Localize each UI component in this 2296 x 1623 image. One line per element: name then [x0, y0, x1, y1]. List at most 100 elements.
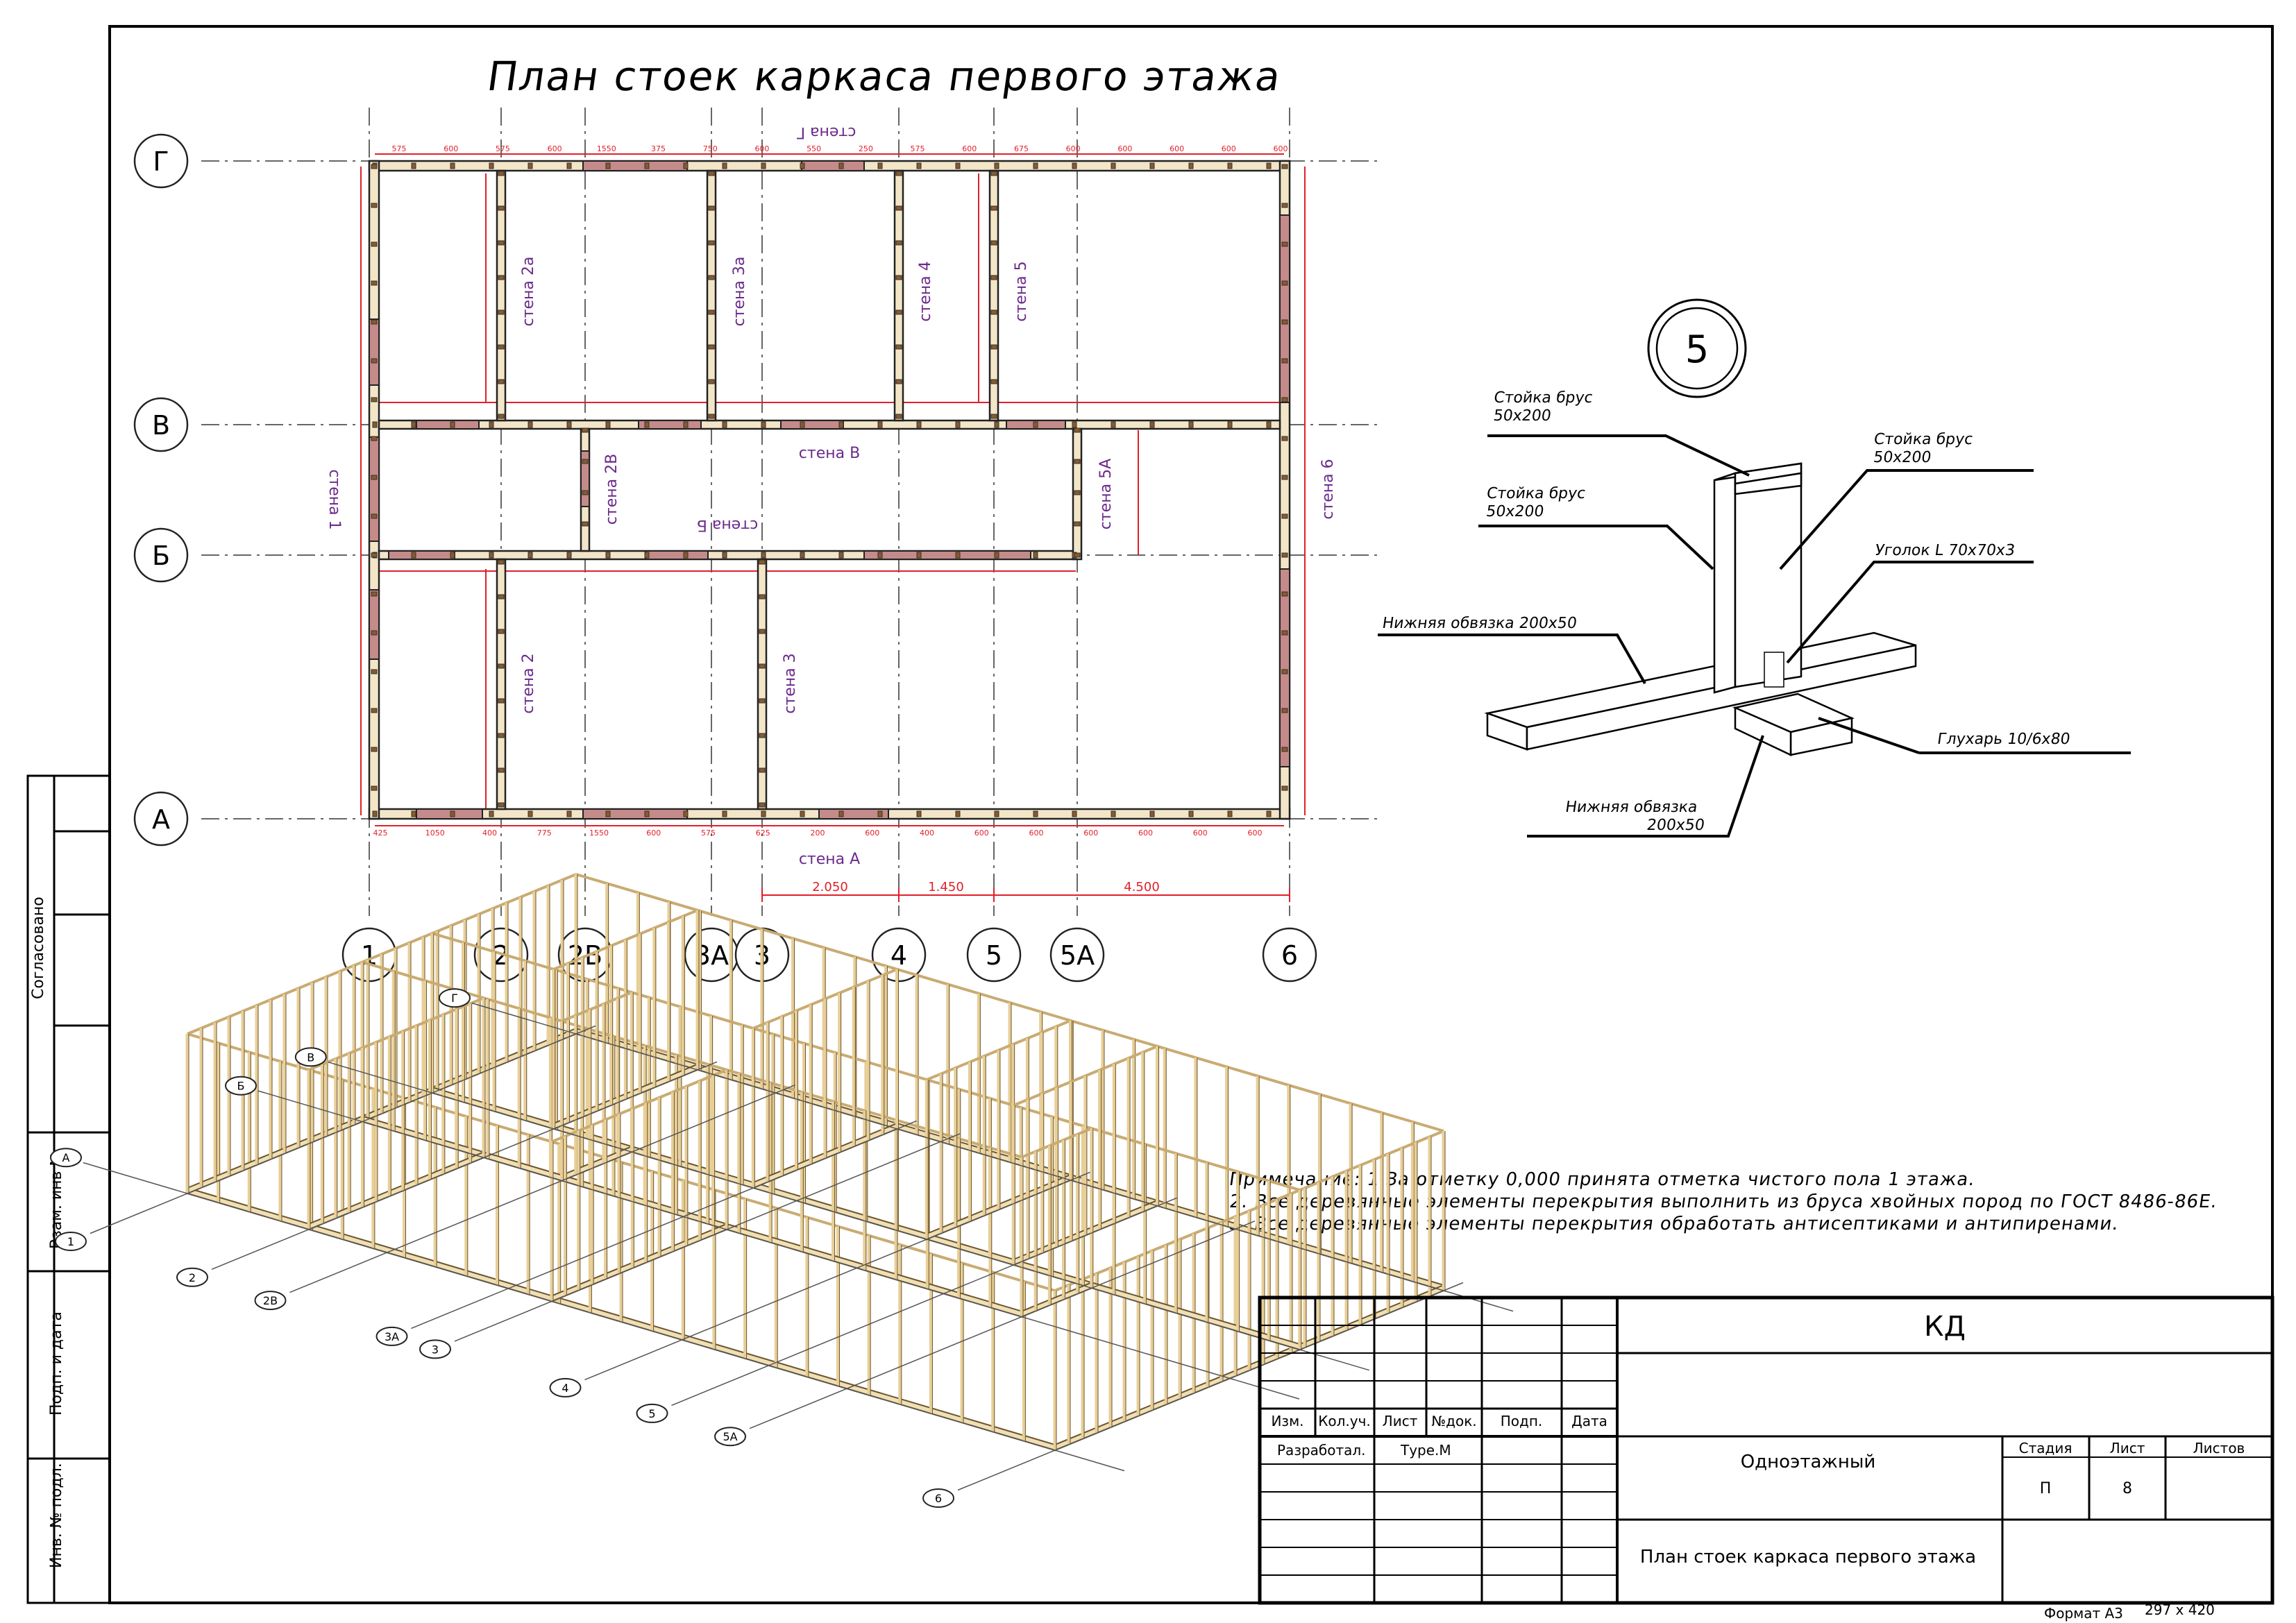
stud [498, 663, 505, 669]
tb-stage: П [2040, 1480, 2052, 1497]
stud [1281, 397, 1288, 402]
stud [498, 698, 505, 704]
stud [916, 421, 922, 428]
iso-axis-bubble [294, 1047, 327, 1067]
stud [800, 421, 805, 428]
dim-text: 575 [392, 144, 407, 153]
iso-axis-label: 5А [723, 1430, 737, 1443]
stud [371, 591, 378, 597]
plan-windows [369, 160, 1290, 819]
stud [683, 552, 689, 559]
stud [916, 552, 922, 559]
tb-sheet-label: Лист [2110, 1440, 2145, 1456]
tb-header-data: Дата [1571, 1413, 1607, 1429]
dim-text: 1550 [597, 144, 616, 153]
stud [838, 552, 844, 559]
svg-text:1.450: 1.450 [928, 880, 964, 894]
iso-axis-bubble [549, 1377, 582, 1397]
stud [1072, 162, 1077, 169]
stud [1074, 521, 1081, 527]
wall-label-b: стена Б [697, 516, 758, 534]
iso-axis-bubble [439, 988, 471, 1008]
iso-axis-bubble [254, 1291, 287, 1311]
stud [1074, 459, 1081, 464]
stud [498, 205, 505, 211]
side-stamp-sign-date: Подп. и дата [48, 1311, 65, 1416]
wall-label-3a: стена 3а [731, 257, 748, 327]
detail-label-screw: Глухарь 10/6х80 [1936, 730, 2072, 748]
stud [1033, 552, 1038, 559]
stud [371, 630, 378, 636]
stud [722, 552, 727, 559]
dim-text: 600 [1274, 144, 1288, 153]
stud [708, 240, 715, 246]
stud [1033, 810, 1038, 817]
stud [1074, 427, 1081, 433]
iso-axis-label: Б [237, 1080, 245, 1093]
stud [644, 810, 650, 817]
dim-text: 400 [920, 829, 934, 838]
row-axis-label: Б [152, 541, 170, 571]
tb-sheet-title: План стоек каркаса первого этажа [1640, 1547, 1976, 1567]
detail-label-plate1: Нижняя обвязка 200х50 [1381, 614, 1578, 632]
stud [990, 275, 997, 280]
dim-text: 575 [911, 144, 925, 153]
wall-label-2v: стена 2В [603, 454, 621, 525]
stud [527, 810, 533, 817]
stud [1149, 162, 1155, 169]
stud [1188, 421, 1194, 428]
stud [498, 559, 505, 565]
stud [498, 733, 505, 738]
iso-axis-label: В [307, 1051, 314, 1064]
stud [722, 421, 727, 428]
stud [566, 810, 572, 817]
wall-label-2a: стена 2а [520, 257, 537, 327]
stud [708, 344, 715, 350]
stud [371, 241, 378, 247]
stud [1111, 162, 1116, 169]
stud [838, 810, 844, 817]
stud [955, 162, 961, 169]
note-line-1: Примечание: 1 За отметку 0,000 принята о… [1228, 1169, 1977, 1190]
stud [683, 162, 689, 169]
col-axis-label: 6 [1281, 940, 1298, 971]
detail-label-post2-size: 50х200 [1485, 502, 1546, 520]
detail-label-plate2: Нижняя обвязка [1564, 798, 1699, 816]
stud [1281, 785, 1288, 791]
stud [371, 319, 378, 325]
stud [1281, 164, 1288, 169]
dim-text: 550 [807, 144, 821, 153]
stud [371, 708, 378, 713]
dim-text: 575 [701, 829, 716, 838]
stud [371, 785, 378, 791]
stud [605, 162, 611, 169]
tb-header-koluch: Кол.уч. [1318, 1413, 1371, 1429]
wall-label-v: стена В [799, 445, 860, 462]
stud [708, 414, 715, 419]
stud [582, 427, 589, 433]
stud [759, 663, 766, 669]
stud [1227, 421, 1233, 428]
stud [994, 162, 999, 169]
stud [895, 171, 902, 176]
stud [566, 162, 572, 169]
stud [895, 379, 902, 384]
stud [498, 802, 505, 808]
stud [582, 521, 589, 527]
stud [1188, 162, 1194, 169]
stud [683, 421, 689, 428]
dim-text: 625 [756, 829, 770, 838]
stud [761, 552, 766, 559]
stud [566, 421, 572, 428]
dim-text: 600 [1138, 829, 1153, 838]
stud [527, 421, 533, 428]
stud [990, 205, 997, 211]
stud [605, 810, 611, 817]
stud [411, 810, 416, 817]
iso-axis-label: 3 [432, 1343, 439, 1356]
stud [994, 810, 999, 817]
stud [990, 171, 997, 176]
stud [990, 240, 997, 246]
stud [1149, 810, 1155, 817]
